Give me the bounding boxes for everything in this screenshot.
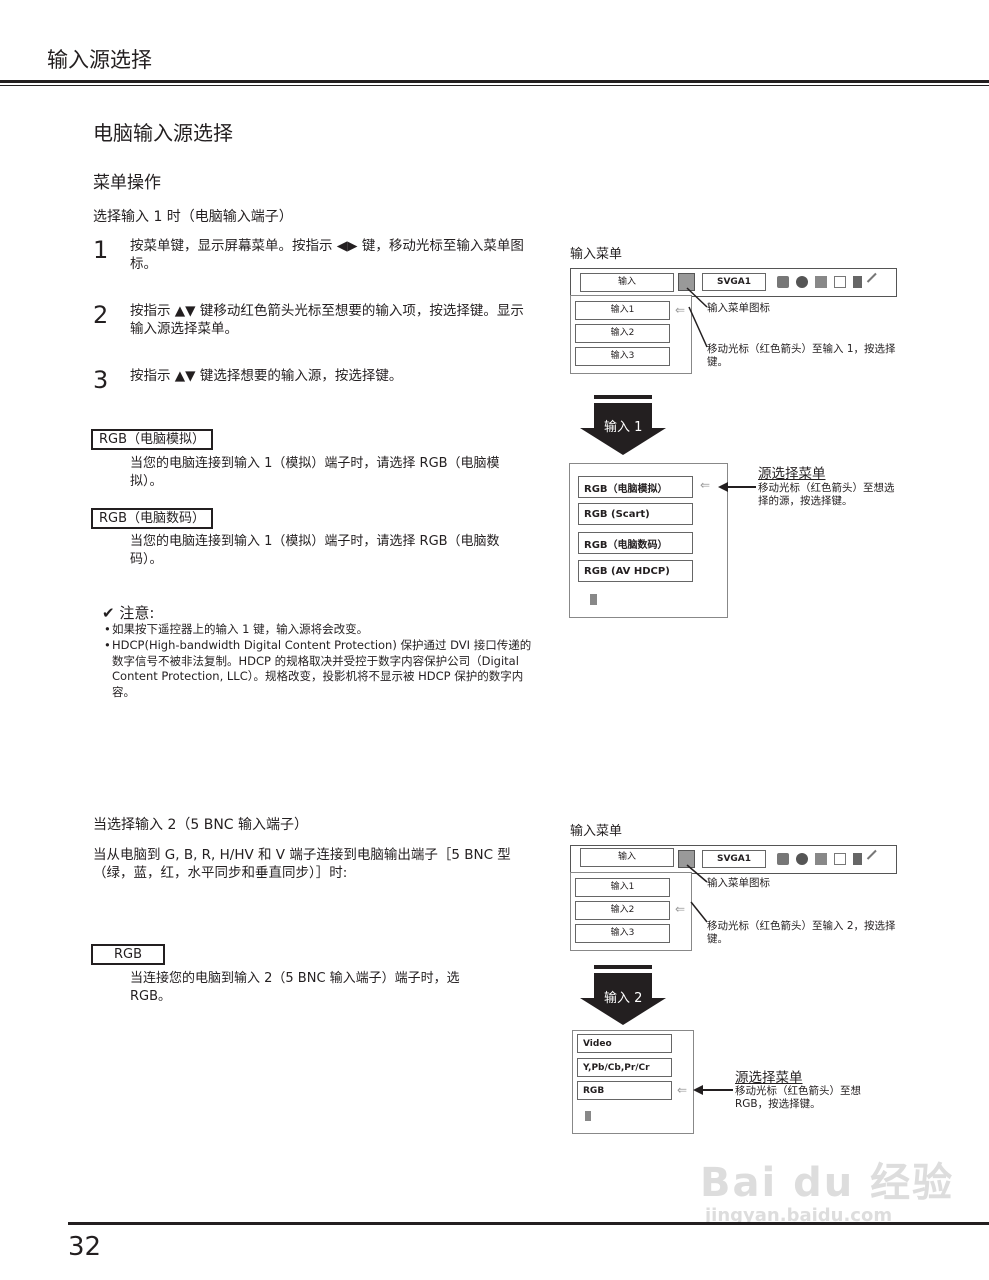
input-list-panel: 输入1 输入2 输入3 ⇐ xyxy=(570,872,692,951)
annotation-input-menu-icon: 输入菜单图标 xyxy=(707,877,770,889)
source-item[interactable]: RGB (Scart) xyxy=(578,503,693,525)
input-item-2[interactable]: 输入2 xyxy=(575,324,670,343)
option-desc: 当连接您的电脑到输入 2（5 BNC 输入端子）端子时，选 RGB。 xyxy=(130,971,460,1004)
source-select-panel: Video Y,Pb/Cb,Pr/Cr RGB ⇐ xyxy=(572,1030,694,1134)
tools-icon[interactable] xyxy=(815,853,827,865)
option-desc: 当您的电脑连接到输入 1（模拟）端子时，请选择 RGB（电脑数码）。 xyxy=(130,534,500,567)
step-text: 按指示 ▲▼ 键移动红色箭头光标至想要的输入项，按选择键。显示输入源选择菜单。 xyxy=(130,303,524,337)
down-arrow-icon xyxy=(580,973,666,1025)
annotation-move-cursor: 移动光标（红色箭头）至输入 1，按选择键。 xyxy=(707,343,896,368)
step-text: 按指示 ▲▼ 键选择想要的输入源，按选择键。 xyxy=(130,368,403,384)
red-arrow-cursor-icon: ⇐ xyxy=(675,303,686,317)
pointer-arrow-icon xyxy=(718,482,756,492)
input-item-3[interactable]: 输入3 xyxy=(575,347,670,366)
leader-lines xyxy=(686,864,708,923)
section-subtitle: 菜单操作 xyxy=(93,173,161,193)
down-arrow-icon xyxy=(580,403,666,455)
option-label-rgb-analog: RGB（电脑模拟） xyxy=(91,429,214,450)
input-item-1[interactable]: 输入1 xyxy=(575,878,670,897)
step-number: 1 xyxy=(93,236,109,264)
red-arrow-cursor-icon: ⇐ xyxy=(700,478,711,492)
source-menu-title: 源选择菜单 xyxy=(758,466,826,482)
screwdriver-icon[interactable] xyxy=(866,849,886,869)
source-menu-desc: 移动光标（红色箭头）至想 RGB，按选择键。 xyxy=(735,1085,861,1110)
arrow-label: 输入 1 xyxy=(604,420,643,435)
screen-icon[interactable] xyxy=(834,853,846,865)
option-label-rgb: RGB xyxy=(91,944,165,965)
source-item[interactable]: RGB xyxy=(577,1081,672,1100)
color-balls-icon[interactable] xyxy=(796,853,808,865)
step-number: 2 xyxy=(93,301,109,329)
header-rule xyxy=(0,80,989,83)
menu-toolbar-icons xyxy=(777,849,886,869)
page-header-title: 输入源选择 xyxy=(47,48,152,72)
exit-icon[interactable] xyxy=(590,594,597,605)
pointer-arrow-icon xyxy=(693,1085,733,1095)
arrow-bar xyxy=(594,965,652,969)
option-desc: 当您的电脑连接到输入 1（模拟）端子时，请选择 RGB（电脑模拟）。 xyxy=(130,456,500,489)
page-number: 32 xyxy=(68,1232,102,1262)
bullet-icon: • xyxy=(104,638,111,652)
source-item[interactable]: Video xyxy=(577,1034,672,1053)
exit-icon[interactable] xyxy=(585,1111,591,1121)
annotation-move-cursor: 移动光标（红色箭头）至输入 2，按选择键。 xyxy=(707,920,896,945)
bullet-icon: • xyxy=(104,622,111,636)
input-item-3[interactable]: 输入3 xyxy=(575,924,670,943)
source-menu-desc: 移动光标（红色箭头）至想选择的源，按选择键。 xyxy=(758,482,895,507)
screen-icon[interactable] xyxy=(834,276,846,288)
input-list-panel: 输入1 输入2 输入3 ⇐ xyxy=(570,295,692,374)
input-menu-bar: 输入 SVGA1 xyxy=(570,845,897,874)
laptop-icon[interactable] xyxy=(777,853,789,865)
source-item[interactable]: RGB（电脑模拟） xyxy=(578,476,693,498)
signal-label: SVGA1 xyxy=(702,850,766,868)
step-number: 3 xyxy=(93,366,109,394)
header-rule-thin xyxy=(0,85,989,86)
source-select-panel: RGB（电脑模拟） RGB (Scart) RGB（电脑数码） RGB (AV … xyxy=(569,463,728,618)
note-item: • HDCP(High-bandwidth Digital Content Pr… xyxy=(104,638,532,699)
red-arrow-cursor-icon: ⇐ xyxy=(677,1083,688,1097)
input2-intro: 当从电脑到 G, B, R, H/HV 和 V 端子连接到电脑输出端子［5 BN… xyxy=(93,847,511,881)
menu-toolbar-icons xyxy=(777,272,886,292)
menu-input-label[interactable]: 输入 xyxy=(580,273,674,292)
input-menu-icon[interactable] xyxy=(678,850,695,868)
red-arrow-cursor-icon: ⇐ xyxy=(675,902,686,916)
input-item-1[interactable]: 输入1 xyxy=(575,301,670,320)
source-menu-title: 源选择菜单 xyxy=(735,1070,803,1086)
check-icon: ✔ xyxy=(102,604,115,622)
section-title: 电脑输入源选择 xyxy=(93,121,233,145)
arrow-label: 输入 2 xyxy=(604,991,643,1006)
screwdriver-icon[interactable] xyxy=(866,272,886,292)
figure-label: 输入菜单 xyxy=(570,247,623,262)
input-menu-bar: 输入 SVGA1 xyxy=(570,268,897,297)
arrow-bar xyxy=(594,395,652,399)
input2-heading: 当选择输入 2（5 BNC 输入端子） xyxy=(93,817,309,833)
input-menu-icon[interactable] xyxy=(678,273,695,291)
source-item[interactable]: RGB (AV HDCP) xyxy=(578,560,693,582)
menu-input-label[interactable]: 输入 xyxy=(580,848,674,867)
option-label-rgb-digital: RGB（电脑数码） xyxy=(91,508,214,529)
source-item[interactable]: RGB（电脑数码） xyxy=(578,532,693,554)
note-item: • 如果按下遥控器上的输入 1 键，输入源将会改变。 xyxy=(104,622,369,636)
input-item-2[interactable]: 输入2 xyxy=(575,901,670,920)
leader-lines xyxy=(686,287,708,348)
footer-rule xyxy=(68,1222,989,1225)
input1-heading: 选择输入 1 时（电脑输入端子） xyxy=(93,209,293,225)
color-balls-icon[interactable] xyxy=(796,276,808,288)
speaker-icon[interactable] xyxy=(853,276,862,288)
source-item[interactable]: Y,Pb/Cb,Pr/Cr xyxy=(577,1058,672,1077)
step-text: 按菜单键，显示屏幕菜单。按指示 ◀▶ 键，移动光标至输入菜单图标。 xyxy=(130,238,524,272)
speaker-icon[interactable] xyxy=(853,853,862,865)
signal-label: SVGA1 xyxy=(702,273,766,291)
laptop-icon[interactable] xyxy=(777,276,789,288)
annotation-input-menu-icon: 输入菜单图标 xyxy=(707,302,770,314)
watermark-url: jingyan.baidu.com xyxy=(705,1205,893,1226)
figure-label: 输入菜单 xyxy=(570,824,623,839)
tools-icon[interactable] xyxy=(815,276,827,288)
watermark-logo: Bai du 经验 xyxy=(700,1160,955,1206)
note-title: ✔ 注意: xyxy=(102,604,155,622)
